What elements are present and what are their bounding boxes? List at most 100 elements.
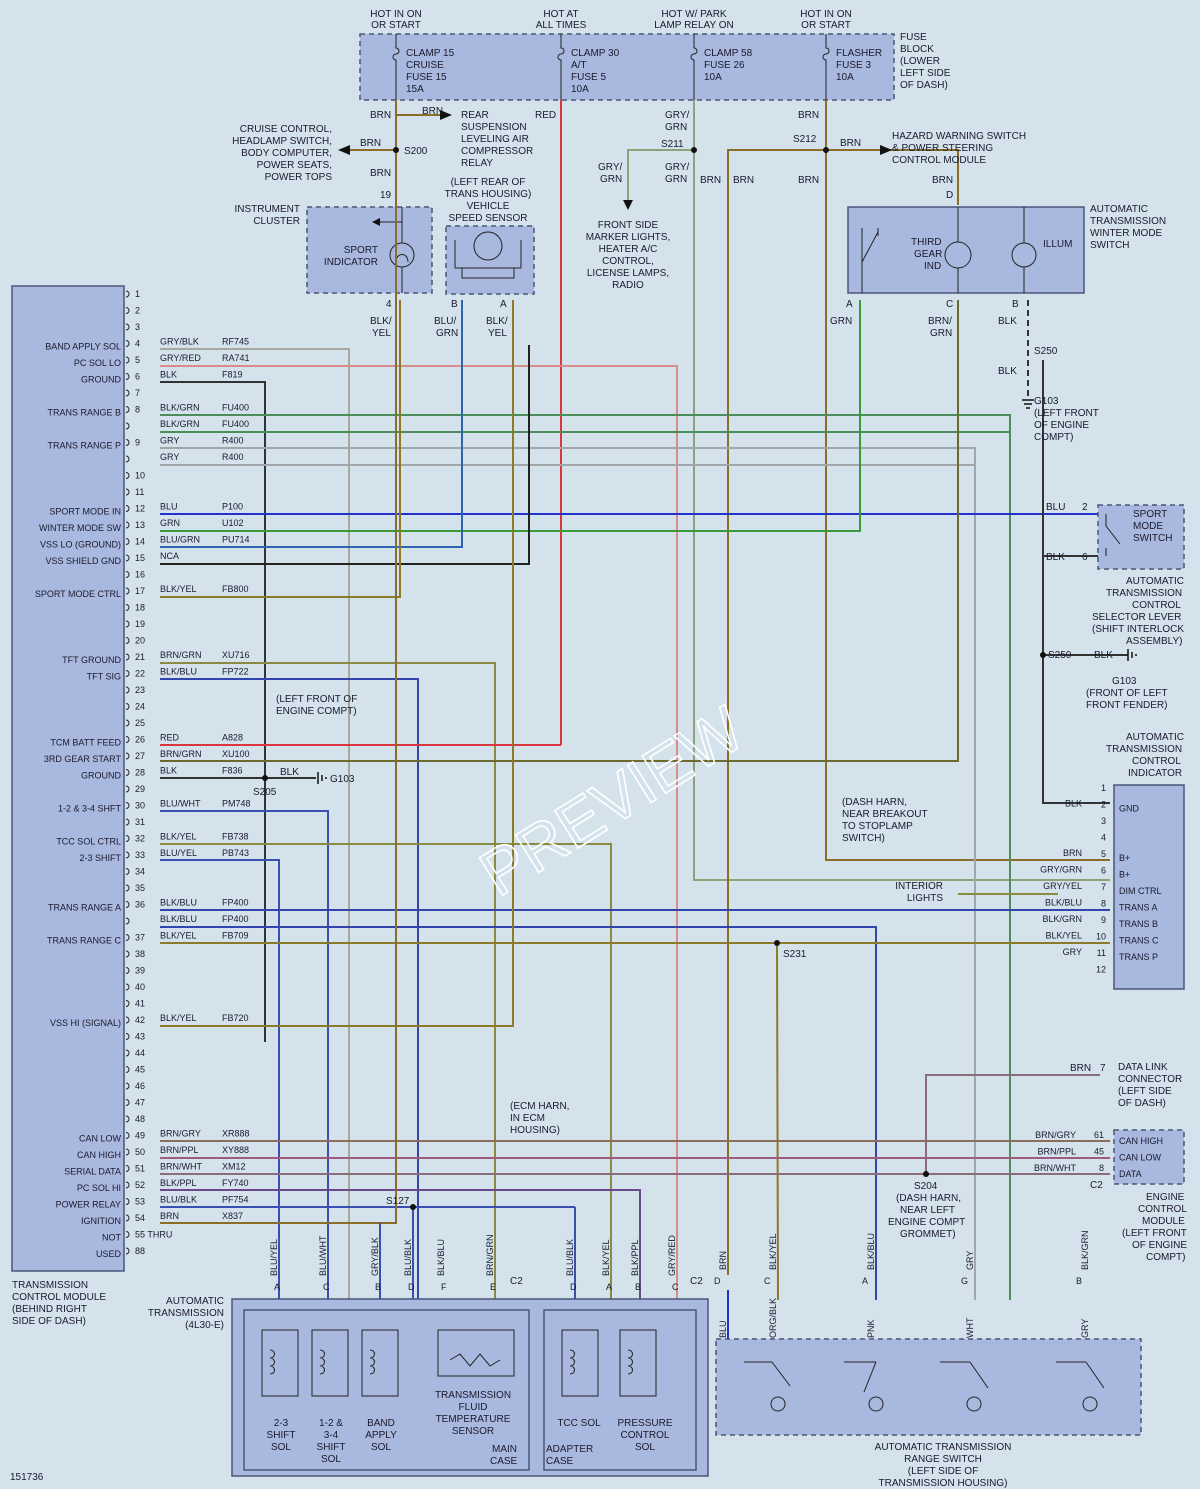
svg-text:BRN: BRN (798, 110, 819, 121)
range-switch (715, 1338, 1142, 1436)
fuse-symbols (392, 34, 830, 100)
svg-text:CASE: CASE (490, 1456, 518, 1467)
svg-text:VEHICLE: VEHICLE (467, 201, 510, 212)
ecm-pin-number: 8 (1099, 1163, 1104, 1173)
svg-text:ENGINE COMPT): ENGINE COMPT) (276, 706, 357, 717)
svg-text:19: 19 (380, 190, 392, 201)
svg-text:(FRONT OF LEFT: (FRONT OF LEFT (1086, 688, 1167, 699)
svg-text:POWER TOPS: POWER TOPS (265, 172, 333, 183)
svg-text:S204: S204 (914, 1181, 938, 1192)
svg-text:LIGHTS: LIGHTS (907, 893, 943, 904)
svg-text:YEL: YEL (372, 328, 391, 339)
svg-text:FLUID: FLUID (459, 1402, 488, 1413)
c1-wire-color: GRY/RED (667, 1235, 677, 1276)
svg-text:TRANSMISSION: TRANSMISSION (1106, 744, 1182, 755)
tcm-pin-number: 9 (135, 438, 140, 448)
tcm-pin-number: 44 (135, 1048, 145, 1058)
tcm-pin-contact (125, 983, 130, 991)
indicator-wire-color: GRY/GRN (1040, 865, 1082, 875)
tcm-pin-number: 2 (135, 306, 140, 316)
svg-text:DATA LINK: DATA LINK (1118, 1062, 1168, 1073)
tcm-circuit-number: FB720 (222, 1013, 249, 1023)
svg-text:BRN: BRN (370, 168, 391, 179)
svg-text:OF DASH): OF DASH) (900, 80, 948, 91)
indicator-pin-function: TRANS B (1119, 919, 1158, 929)
svg-text:10A: 10A (704, 72, 722, 83)
svg-text:CONTROL MODULE: CONTROL MODULE (892, 155, 986, 166)
svg-text:C2: C2 (690, 1276, 703, 1287)
tcm-pin-contact (125, 917, 130, 925)
range-pin-letter: A (862, 1276, 868, 1286)
ecm-wire-color: BRN/GRY (1035, 1130, 1076, 1140)
tcm-pin-function: VSS SHIELD GND (45, 556, 121, 566)
tcm-pin-contact (125, 802, 130, 809)
svg-text:INDICATOR: INDICATOR (1128, 768, 1182, 779)
tcm-circuit-number: FB738 (222, 832, 249, 842)
svg-text:(LEFT SIDE OF: (LEFT SIDE OF (908, 1466, 978, 1477)
svg-text:S231: S231 (783, 949, 807, 960)
shift-solenoid-2-3-icon (261, 1329, 299, 1397)
svg-text:SWITCH: SWITCH (1133, 533, 1172, 544)
tcm-wire-color: GRY (160, 436, 179, 446)
svg-text:CLAMP 15: CLAMP 15 (406, 48, 455, 59)
svg-text:LAMP RELAY ON: LAMP RELAY ON (654, 20, 733, 31)
svg-text:BRN: BRN (700, 175, 721, 186)
indicator-pin-number: 8 (1101, 899, 1106, 909)
svg-text:YEL: YEL (488, 328, 507, 339)
svg-text:BAND: BAND (367, 1418, 395, 1429)
tcm-wire-color: BLK/YEL (160, 584, 197, 594)
top-callouts: REAR SUSPENSION LEVELING AIR COMPRESSOR … (232, 110, 1026, 291)
tcm-pin-number: 54 (135, 1213, 145, 1223)
svg-text:HOT AT: HOT AT (543, 9, 578, 20)
tcm-wire-color: BLK/BLU (160, 898, 197, 908)
svg-text:NEAR LEFT: NEAR LEFT (900, 1205, 955, 1216)
svg-text:BLOCK: BLOCK (900, 44, 934, 55)
tcm-wire-color: BLK/GRN (160, 403, 200, 413)
ground-g103-icon (1127, 649, 1137, 661)
svg-text:SHIFT: SHIFT (267, 1430, 296, 1441)
svg-text:4: 4 (386, 299, 392, 310)
tcm-pin-function: CAN LOW (79, 1134, 122, 1144)
tcm-pin-contact (125, 1016, 130, 1024)
speed-sensor-icon (473, 231, 503, 261)
svg-text:CLUSTER: CLUSTER (253, 216, 300, 227)
svg-text:A: A (846, 299, 853, 310)
top-wire-labels: BRN BRN RED BRN S200 BRN 19 GRY/ GRN S21… (360, 106, 953, 201)
tcm-pin-contact (125, 290, 130, 298)
tcm-pin-contact (125, 868, 130, 875)
tcm-pin-number: 17 (135, 586, 145, 596)
svg-text:10A: 10A (571, 84, 589, 95)
tcm-pin-number: 49 (135, 1131, 145, 1141)
tcm-pin-number: 15 (135, 553, 145, 563)
svg-text:FLASHER: FLASHER (836, 48, 882, 59)
fuse-labels: CLAMP 15 CRUISE FUSE 15 15A CLAMP 30 A/T… (406, 32, 951, 95)
tcm-pin-contact (125, 620, 130, 628)
svg-text:CONTROL: CONTROL (1132, 756, 1181, 767)
range-switch-pins: DBRNBLUCBLK/YELORG/BLKABLK/BLUPNKGGRYWHT… (714, 1230, 1090, 1338)
svg-text:SIDE OF DASH): SIDE OF DASH) (12, 1316, 86, 1327)
c2-pin-letter: D (408, 1282, 415, 1292)
svg-text:CONTROL: CONTROL (621, 1430, 670, 1441)
svg-text:INTERIOR: INTERIOR (895, 881, 943, 892)
svg-text:S127: S127 (386, 1196, 410, 1207)
tcm-pin-function: CAN HIGH (77, 1150, 121, 1160)
tcm-pin-number: 55 THRU (135, 1230, 172, 1240)
tcm-circuit-number: FU400 (222, 419, 249, 429)
tcm-pin-number: 25 (135, 718, 145, 728)
tcm-pin-number: 29 (135, 784, 145, 794)
tcm-pin-contact (125, 835, 130, 842)
tcm-circuit-number: PM748 (222, 799, 251, 809)
svg-text:OR START: OR START (801, 20, 851, 31)
svg-text:GRN: GRN (436, 328, 458, 339)
svg-text:CONNECTOR: CONNECTOR (1118, 1074, 1182, 1085)
tcm-circuit-number: U102 (222, 518, 244, 528)
tcm-pin-function: BAND APPLY SOL (45, 342, 121, 352)
svg-text:THIRD: THIRD (911, 237, 942, 248)
svg-text:D: D (946, 190, 953, 201)
tcm-pin-contact (125, 373, 130, 380)
svg-text:OF DASH): OF DASH) (1118, 1098, 1166, 1109)
svg-text:HEADLAMP SWITCH,: HEADLAMP SWITCH, (232, 136, 332, 147)
svg-text:3-4: 3-4 (324, 1430, 339, 1441)
svg-text:SWITCH): SWITCH) (842, 833, 885, 844)
svg-text:(LEFT REAR OF: (LEFT REAR OF (451, 177, 526, 188)
